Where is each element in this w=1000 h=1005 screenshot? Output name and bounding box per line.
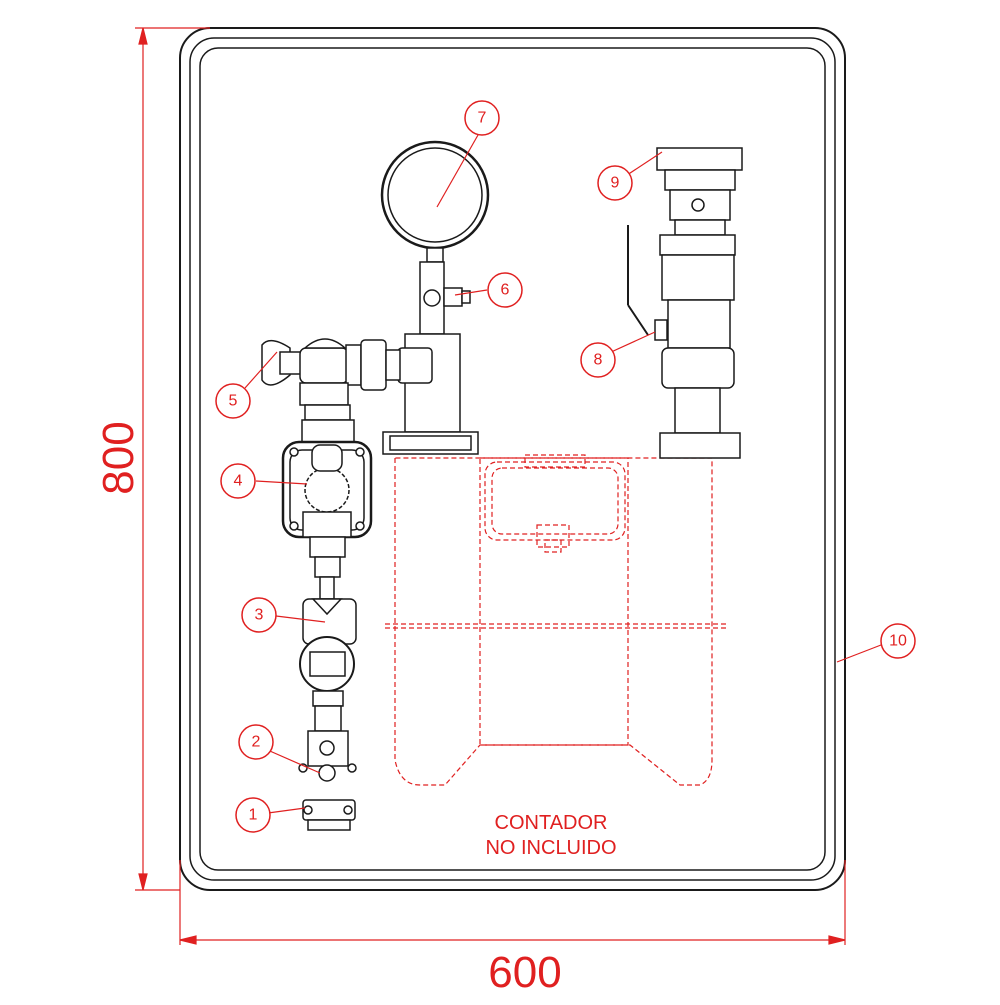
callout-bubble-4: 4 <box>220 463 256 499</box>
callout-2-number: 2 <box>252 734 261 751</box>
shutoff-valve <box>298 705 357 782</box>
outlet-union <box>656 147 743 256</box>
callout-10-number: 10 <box>889 633 907 650</box>
gas-meter-outline <box>385 454 726 786</box>
meter-note-line1: CONTADOR <box>495 812 608 834</box>
callout-bubble-5: 5 <box>215 383 251 419</box>
width-dimension <box>179 860 846 945</box>
callout-bubble-1: 1 <box>235 797 271 833</box>
callout-7-number: 7 <box>478 110 487 127</box>
meter-note-line2: NO INCLUIDO <box>485 837 616 859</box>
callout-5-number: 5 <box>229 393 238 410</box>
gas-regulator <box>281 440 373 539</box>
regulator-neck <box>299 382 355 443</box>
gauge-riser <box>382 333 479 455</box>
width-dimension-label: 600 <box>488 948 561 997</box>
wing-nut-valve <box>261 338 401 391</box>
callout-6-number: 6 <box>501 282 510 299</box>
height-dimension-label: 800 <box>94 421 143 494</box>
ball-valve <box>627 225 741 459</box>
inlet-fitting <box>302 799 356 831</box>
callout-9-number: 9 <box>611 175 620 192</box>
callout-3-number: 3 <box>255 607 264 624</box>
callout-1-number: 1 <box>249 807 258 824</box>
regulator-outlet <box>309 536 346 600</box>
gauge-tap-valve <box>419 261 471 335</box>
pressure-gauge <box>380 140 490 263</box>
height-dimension <box>135 27 210 891</box>
callout-bubble-2: 2 <box>238 724 274 760</box>
filter-tee <box>299 598 357 707</box>
callout-bubble-8: 8 <box>580 342 616 378</box>
callout-bubble-10: 10 <box>880 623 916 659</box>
callout-bubble-7: 7 <box>464 100 500 136</box>
callout-4-number: 4 <box>234 473 243 490</box>
callout-bubble-3: 3 <box>241 597 277 633</box>
cabinet-frame <box>179 27 846 891</box>
callout-bubble-6: 6 <box>487 272 523 308</box>
callout-bubble-9: 9 <box>597 165 633 201</box>
callout-8-number: 8 <box>594 352 603 369</box>
